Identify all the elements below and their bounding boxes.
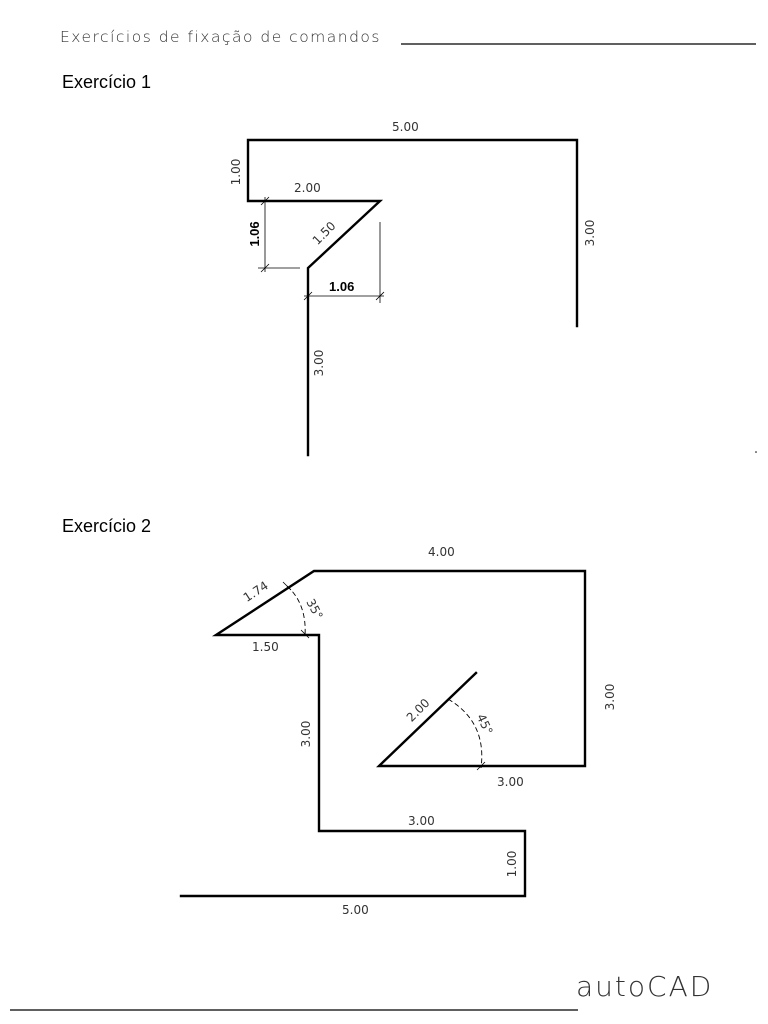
ex2-dim-inner-base: 3.00	[497, 775, 524, 789]
ex2-dim-bottom: 5.00	[342, 903, 369, 917]
ex2-arc-tick	[443, 694, 453, 704]
ex2-arc-tick	[476, 761, 486, 771]
ex2-arc-tick	[300, 629, 310, 639]
stray-dot	[755, 451, 757, 453]
ex2-profile-line	[179, 569, 587, 898]
ex2-dim-angle-45: 45°	[474, 712, 496, 737]
ex2-angle-arc-35	[286, 585, 306, 637]
ex1-dim-vert-offset: 1.06	[247, 221, 262, 246]
ex1-dim-tick	[375, 291, 385, 301]
exercise-2-drawing: 4.00 1.74 35° 1.50 3.00 2.00 45° 3.00 3.…	[179, 545, 617, 917]
ex1-dim-top: 5.00	[392, 120, 419, 134]
ex1-profile-line	[246, 138, 579, 457]
ex2-arc-tick	[282, 581, 292, 591]
exercise-1-drawing: 5.00 1.00 2.00 1.50 1.06 1.06 3.00 3.00	[229, 120, 597, 457]
exercise-1-title: Exercício 1	[62, 72, 152, 92]
exercise-2-title: Exercício 2	[62, 516, 152, 536]
page-header-title: Exercícios de fixação de comandos	[60, 28, 381, 46]
ex2-angle-arc-45	[447, 698, 483, 769]
ex1-dim-shelf: 2.00	[294, 181, 321, 195]
ex2-dim-step-vert: 1.00	[505, 851, 519, 878]
ex1-dim-tick	[260, 263, 270, 273]
footer-brand: autoCAD	[576, 970, 714, 1003]
ex1-dim-right: 3.00	[583, 220, 597, 247]
ex2-dim-left: 3.00	[299, 721, 313, 748]
ex2-dim-top: 4.00	[428, 545, 455, 559]
ex2-dim-step: 3.00	[408, 814, 435, 828]
ex1-dim-tick	[303, 291, 313, 301]
ex1-dim-horiz-offset: 1.06	[329, 279, 354, 294]
ex2-dim-right: 3.00	[603, 684, 617, 711]
ex1-dim-left: 1.00	[229, 159, 243, 186]
ex1-dim-tick	[260, 196, 270, 206]
ex2-dim-angle-35: 35°	[303, 596, 325, 621]
ex2-dim-short: 1.50	[252, 640, 279, 654]
ex1-dim-lower: 3.00	[312, 350, 326, 377]
